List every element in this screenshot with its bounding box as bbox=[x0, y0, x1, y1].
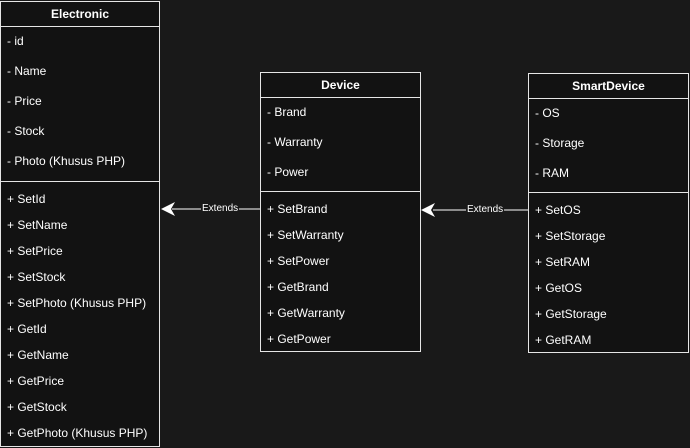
method-setos: + SetOS bbox=[535, 203, 581, 217]
method-setpower: + SetPower bbox=[267, 254, 330, 268]
method-getstock: + GetStock bbox=[7, 400, 67, 414]
class-device-title: Device bbox=[261, 73, 420, 98]
method-getprice: + GetPrice bbox=[7, 374, 65, 388]
method-getpower: + GetPower bbox=[267, 332, 331, 346]
class-smartdevice-attributes: - OS - Storage - RAM bbox=[529, 99, 688, 193]
class-smartdevice-title: SmartDevice bbox=[529, 74, 688, 99]
method-setprice: + SetPrice bbox=[7, 244, 63, 258]
method-setram: + SetRAM bbox=[535, 255, 591, 269]
method-getphoto: + GetPhoto (Khusus PHP) bbox=[7, 426, 148, 440]
attribute-price: - Price bbox=[7, 94, 42, 108]
attribute-os: - OS bbox=[535, 106, 560, 120]
attribute-stock: - Stock bbox=[7, 124, 45, 138]
class-device[interactable]: Device - Brand - Warranty - Power + SetB… bbox=[260, 72, 421, 352]
attribute-brand: - Brand bbox=[267, 105, 307, 119]
method-setphoto: + SetPhoto (Khusus PHP) bbox=[7, 296, 147, 310]
attribute-power: - Power bbox=[267, 165, 309, 179]
class-smartdevice[interactable]: SmartDevice - OS - Storage - RAM + SetOS… bbox=[528, 73, 689, 353]
attribute-ram: - RAM bbox=[535, 166, 569, 180]
method-setbrand: + SetBrand bbox=[267, 202, 328, 216]
method-getstorage: + GetStorage bbox=[535, 307, 607, 321]
extends-label-smartdevice-device: Extends bbox=[466, 204, 505, 216]
method-setstock: + SetStock bbox=[7, 270, 66, 284]
class-electronic-attributes: - id - Name - Price - Stock - Photo (Khu… bbox=[1, 27, 159, 182]
class-electronic[interactable]: Electronic - id - Name - Price - Stock -… bbox=[0, 1, 160, 447]
arrowhead-device-icon bbox=[421, 203, 435, 217]
method-getname: + GetName bbox=[7, 348, 69, 362]
class-device-attributes: - Brand - Warranty - Power bbox=[261, 98, 420, 192]
class-electronic-title: Electronic bbox=[1, 2, 159, 27]
method-setid: + SetId bbox=[7, 192, 46, 206]
class-electronic-methods: + SetId + SetName + SetPrice + SetStock … bbox=[1, 182, 159, 446]
attribute-photo: - Photo (Khusus PHP) bbox=[7, 154, 126, 168]
method-getbrand: + GetBrand bbox=[267, 280, 329, 294]
class-device-methods: + SetBrand + SetWarranty + SetPower + Ge… bbox=[261, 192, 420, 352]
class-smartdevice-methods: + SetOS + SetStorage + SetRAM + GetOS + … bbox=[529, 193, 688, 353]
method-setname: + SetName bbox=[7, 218, 68, 232]
method-getos: + GetOS bbox=[535, 281, 583, 295]
attribute-name: - Name bbox=[7, 64, 47, 78]
method-getwarranty: + GetWarranty bbox=[267, 306, 345, 320]
method-setwarranty: + SetWarranty bbox=[267, 228, 344, 242]
method-getid: + GetId bbox=[7, 322, 47, 336]
attribute-storage: - Storage bbox=[535, 136, 585, 150]
method-setstorage: + SetStorage bbox=[535, 229, 606, 243]
extends-label-device-electronic: Extends bbox=[201, 203, 240, 215]
method-getram: + GetRAM bbox=[535, 333, 592, 347]
attribute-id: - id bbox=[7, 34, 24, 48]
attribute-warranty: - Warranty bbox=[267, 135, 323, 149]
arrowhead-electronic-icon bbox=[161, 202, 175, 216]
